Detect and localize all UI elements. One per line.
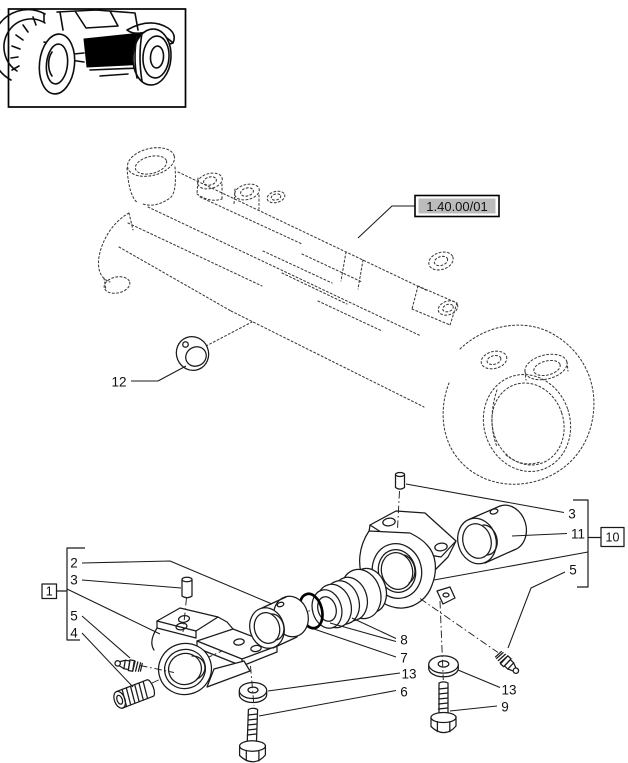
rear-grease-fitting <box>494 650 520 675</box>
threaded-plug <box>113 679 156 709</box>
callout-9-rear-bolt[interactable]: 9 <box>501 700 509 715</box>
rear-washer <box>428 655 459 678</box>
front-bolt <box>238 707 267 763</box>
front-pin <box>181 576 193 599</box>
axle-housing-phantom <box>98 147 595 485</box>
callout-8-boot[interactable]: 8 <box>400 633 408 648</box>
callout-10-assembly[interactable]: 10 <box>606 531 620 545</box>
front-support <box>151 607 278 696</box>
callout-labels: 12 1 2 3 5 4 8 7 13 6 3 11 10 5 13 9 <box>46 375 620 715</box>
callout-4-plug[interactable]: 4 <box>70 626 78 641</box>
callout-12-seal[interactable]: 12 <box>111 375 126 390</box>
callout-2-support[interactable]: 2 <box>70 556 78 571</box>
part-centerlines <box>139 490 499 707</box>
callout-3-front-pin[interactable]: 3 <box>70 573 78 588</box>
boot <box>311 567 388 629</box>
callout-7-oring[interactable]: 7 <box>400 651 408 666</box>
leader-lines <box>66 483 589 717</box>
callout-11-bushing[interactable]: 11 <box>571 527 585 542</box>
callout-13-rear-washer[interactable]: 13 <box>501 683 516 698</box>
leader-12 <box>131 365 187 382</box>
tractor-thumbnail <box>0 8 187 108</box>
callout-13-front-washer[interactable]: 13 <box>401 667 416 682</box>
callout-5-front-grease[interactable]: 5 <box>70 609 78 624</box>
callout-1-assembly[interactable]: 1 <box>46 585 53 599</box>
front-washer <box>238 681 268 704</box>
group-brackets <box>41 499 625 641</box>
rear-bolt <box>430 681 457 734</box>
callout-3-rear-pin[interactable]: 3 <box>568 507 576 522</box>
seal-ring <box>175 336 210 371</box>
rear-pin <box>394 471 406 490</box>
callout-5-rear-grease[interactable]: 5 <box>569 563 577 578</box>
front-bushing <box>249 595 309 649</box>
rear-bushing <box>457 504 528 565</box>
front-grease-fitting <box>114 659 143 672</box>
reference-callout[interactable]: 1.40.00/01 <box>357 194 500 239</box>
reference-code[interactable]: 1.40.00/01 <box>426 199 487 214</box>
callout-6-front-bolt[interactable]: 6 <box>400 685 408 700</box>
